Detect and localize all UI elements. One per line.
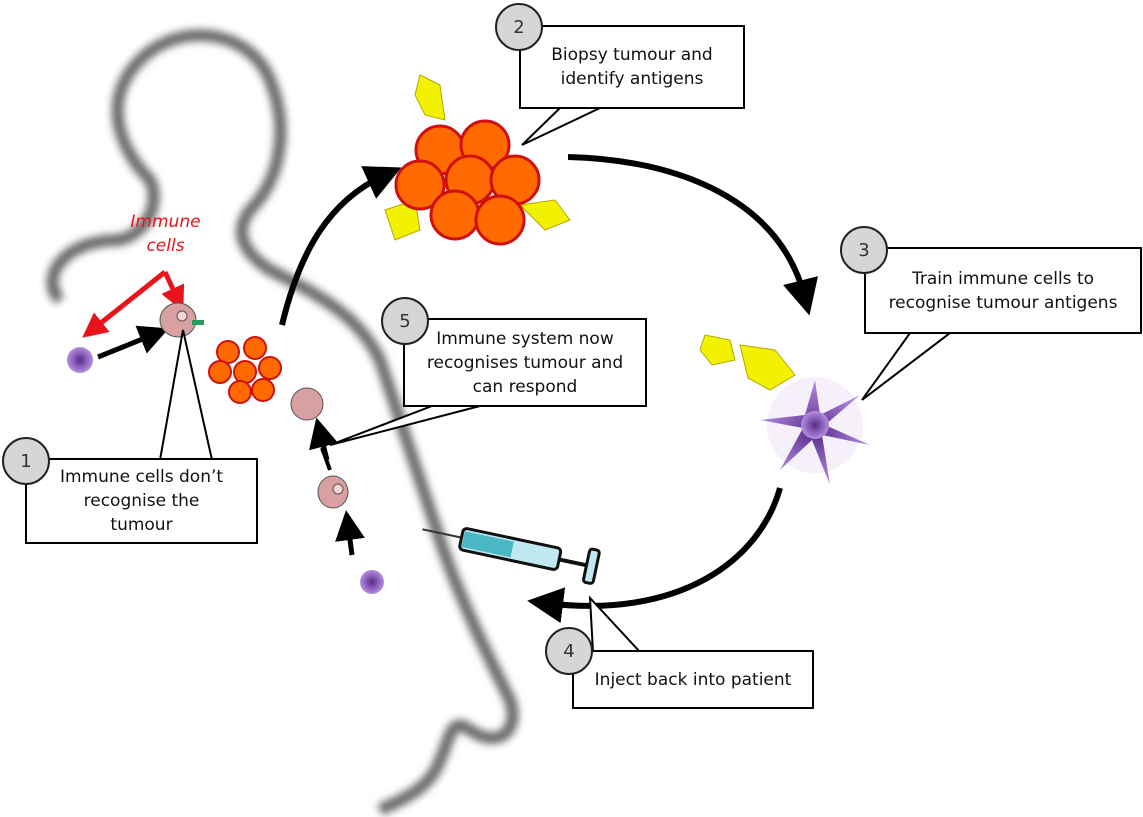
antigens (384, 74, 796, 391)
callout-text-2: Biopsy tumour and identify antigens (551, 45, 713, 89)
diagram-shape (461, 531, 514, 558)
diagram-shape (422, 528, 462, 539)
diagram-shape (161, 270, 185, 312)
step-number-3: 3 (840, 226, 888, 274)
diagram-shape (228, 380, 252, 404)
immune-cell-3 (317, 475, 349, 509)
diagram-shape (208, 360, 232, 384)
diagram-shape (216, 340, 240, 364)
step-number-2: 2 (495, 3, 543, 51)
syringe-icon (422, 527, 601, 585)
diagram-shape (159, 302, 197, 338)
diagram-shape (46, 29, 519, 816)
step-number-5: 5 (381, 297, 429, 345)
immune-cell-2 (290, 387, 324, 421)
callout-step-1: Immune cells don’t recognise the tumour (25, 458, 258, 544)
step-number-4: 4 (545, 627, 593, 675)
diagram-shape (394, 119, 541, 246)
diagram-shape (801, 411, 829, 439)
diagram-shape (251, 378, 275, 402)
diagram-shape (521, 107, 601, 146)
callout-text-5: Immune system now recognises tumour and … (426, 328, 624, 397)
step-number-1: 1 (2, 437, 50, 485)
callout-step-3: Train immune cells to recognise tumour a… (864, 247, 1142, 334)
diagram-shape (699, 334, 736, 366)
diagram-shape (208, 336, 282, 404)
arrow-small-1 (97, 325, 169, 360)
callout-text-3: Train immune cells to recognise tumour a… (888, 268, 1118, 313)
dendritic-cell-small-2 (360, 570, 384, 594)
diagram-shape (82, 270, 167, 338)
arrow-to-injection (527, 487, 783, 624)
diagram-shape (558, 557, 589, 568)
diagram-shape (474, 194, 526, 246)
diagram-shape (360, 570, 384, 594)
tumour-small (208, 336, 282, 404)
arrow-small-4 (335, 510, 365, 556)
callout-step-5: Immune system now recognises tumour and … (403, 318, 647, 407)
red-arrows (82, 270, 185, 338)
diagram-shape (192, 320, 204, 325)
arrow-to-training (567, 154, 818, 316)
diagram-shape (317, 475, 349, 509)
diagram-shape (332, 483, 344, 495)
diagram-shape (429, 189, 481, 241)
callout-step-2: Biopsy tumour and identify antigens (519, 25, 745, 109)
callout-text-1: Immune cells don’t recognise the tumour (59, 467, 224, 535)
immune-cell-1 (159, 302, 204, 338)
diagram-shape (67, 347, 93, 373)
diagram-shape (243, 336, 267, 360)
arrow-to-biopsy (279, 166, 402, 326)
diagram-shape (582, 547, 601, 585)
label-immune-cells: Immune cells (130, 212, 201, 256)
diagram-shape (290, 387, 324, 421)
diagram-shape (414, 74, 446, 121)
diagram-shape (861, 332, 953, 401)
tumour-large (394, 119, 541, 246)
dendritic-cell-large (760, 377, 870, 485)
diagram-shape (258, 356, 282, 380)
body-silhouette (46, 29, 519, 816)
diagram-shape (394, 159, 446, 211)
diagram-shape (233, 360, 257, 384)
diagram-shape (176, 310, 188, 322)
arrow-small-3 (320, 447, 332, 471)
diagram-shape (158, 107, 953, 653)
diagram-shape (739, 344, 796, 391)
callout-text-4: Inject back into patient (594, 669, 792, 690)
diagram-shape (158, 329, 214, 461)
dendritic-cell-small-1 (67, 347, 93, 373)
diagram-shape (518, 199, 571, 231)
callout-step-4: Inject back into patient (572, 650, 814, 709)
